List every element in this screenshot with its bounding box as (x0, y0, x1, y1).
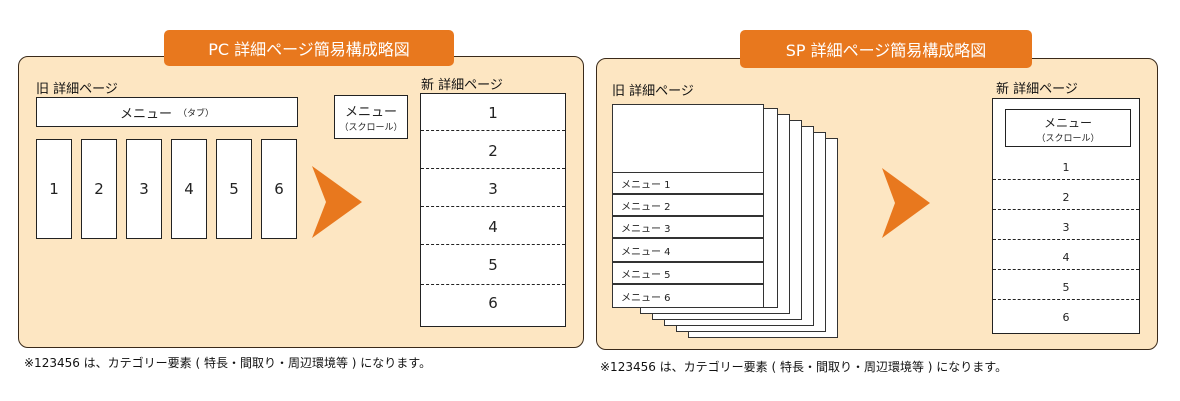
sp-section-6: 6 (1062, 311, 1070, 324)
sp-menu-item-5: メニュー 5 (612, 262, 764, 284)
sp-title: SP 詳細ページ簡易構成略図 (740, 30, 1032, 68)
sp-arrow-icon (882, 168, 930, 238)
sp-scroll-menu-label: メニュー (1043, 116, 1092, 130)
sp-section-divider (993, 179, 1139, 180)
pc-section-5: 5 (488, 256, 498, 274)
pc-tab-menu-sub: （タブ） (178, 108, 215, 119)
pc-section-2: 2 (488, 142, 498, 160)
sp-menu-item-2: メニュー 2 (612, 194, 764, 216)
pc-section-divider (421, 284, 565, 285)
sp-section-divider (993, 299, 1139, 300)
sp-scroll-menu-box: メニュー （スクロール） (1005, 109, 1131, 147)
sp-new-page-label: 新 詳細ページ (996, 82, 1078, 97)
sp-menu-item-4: メニュー 4 (612, 238, 764, 262)
sp-old-page-label: 旧 詳細ページ (612, 84, 694, 99)
sp-section-1: 1 (1062, 161, 1070, 174)
pc-title: PC 詳細ページ簡易構成略図 (164, 30, 454, 66)
sp-menu-item-1: メニュー 1 (612, 172, 764, 194)
sp-section-divider (993, 209, 1139, 210)
sp-section-divider (993, 269, 1139, 270)
sp-section-5: 5 (1062, 281, 1070, 294)
pc-footnote: ※123456 は、カテゴリー要素 ( 特長・間取り・周辺環境等 ) になります… (24, 356, 432, 370)
pc-section-6: 6 (488, 294, 498, 312)
sp-section-2: 2 (1062, 191, 1070, 204)
pc-scroll-menu-box: メニュー （スクロール） (334, 95, 408, 139)
pc-section-divider (421, 130, 565, 131)
sp-footnote: ※123456 は、カテゴリー要素 ( 特長・間取り・周辺環境等 ) になります… (600, 360, 1008, 374)
sp-menu-item-6: メニュー 6 (612, 284, 764, 308)
pc-section-divider (421, 168, 565, 169)
pc-column-1: 1 (36, 139, 72, 239)
pc-new-page: 1 2 3 4 5 6 (420, 93, 566, 327)
sp-section-3: 3 (1062, 221, 1070, 234)
pc-old-page-label: 旧 詳細ページ (36, 82, 118, 97)
pc-column-6: 6 (261, 139, 297, 239)
pc-column-4: 4 (171, 139, 207, 239)
pc-tab-menu-label: メニュー (119, 106, 172, 122)
sp-section-divider (993, 239, 1139, 240)
sp-new-page: メニュー （スクロール） 1 2 3 4 5 6 (992, 98, 1140, 334)
pc-section-3: 3 (488, 180, 498, 198)
pc-scroll-menu-label: メニュー (344, 105, 397, 120)
pc-section-divider (421, 206, 565, 207)
pc-arrow-icon (312, 166, 362, 238)
pc-section-4: 4 (488, 218, 498, 236)
sp-menu-item-3: メニュー 3 (612, 216, 764, 238)
pc-column-5: 5 (216, 139, 252, 239)
pc-section-divider (421, 244, 565, 245)
pc-scroll-menu-sub: （スクロール） (339, 123, 403, 133)
pc-section-1: 1 (488, 104, 498, 122)
sp-scroll-menu-sub: （スクロール） (1036, 134, 1100, 144)
pc-tab-menu-bar: メニュー （タブ） (36, 97, 298, 127)
pc-new-page-label: 新 詳細ページ (421, 78, 503, 93)
pc-column-2: 2 (81, 139, 117, 239)
sp-section-4: 4 (1062, 251, 1070, 264)
pc-column-3: 3 (126, 139, 162, 239)
